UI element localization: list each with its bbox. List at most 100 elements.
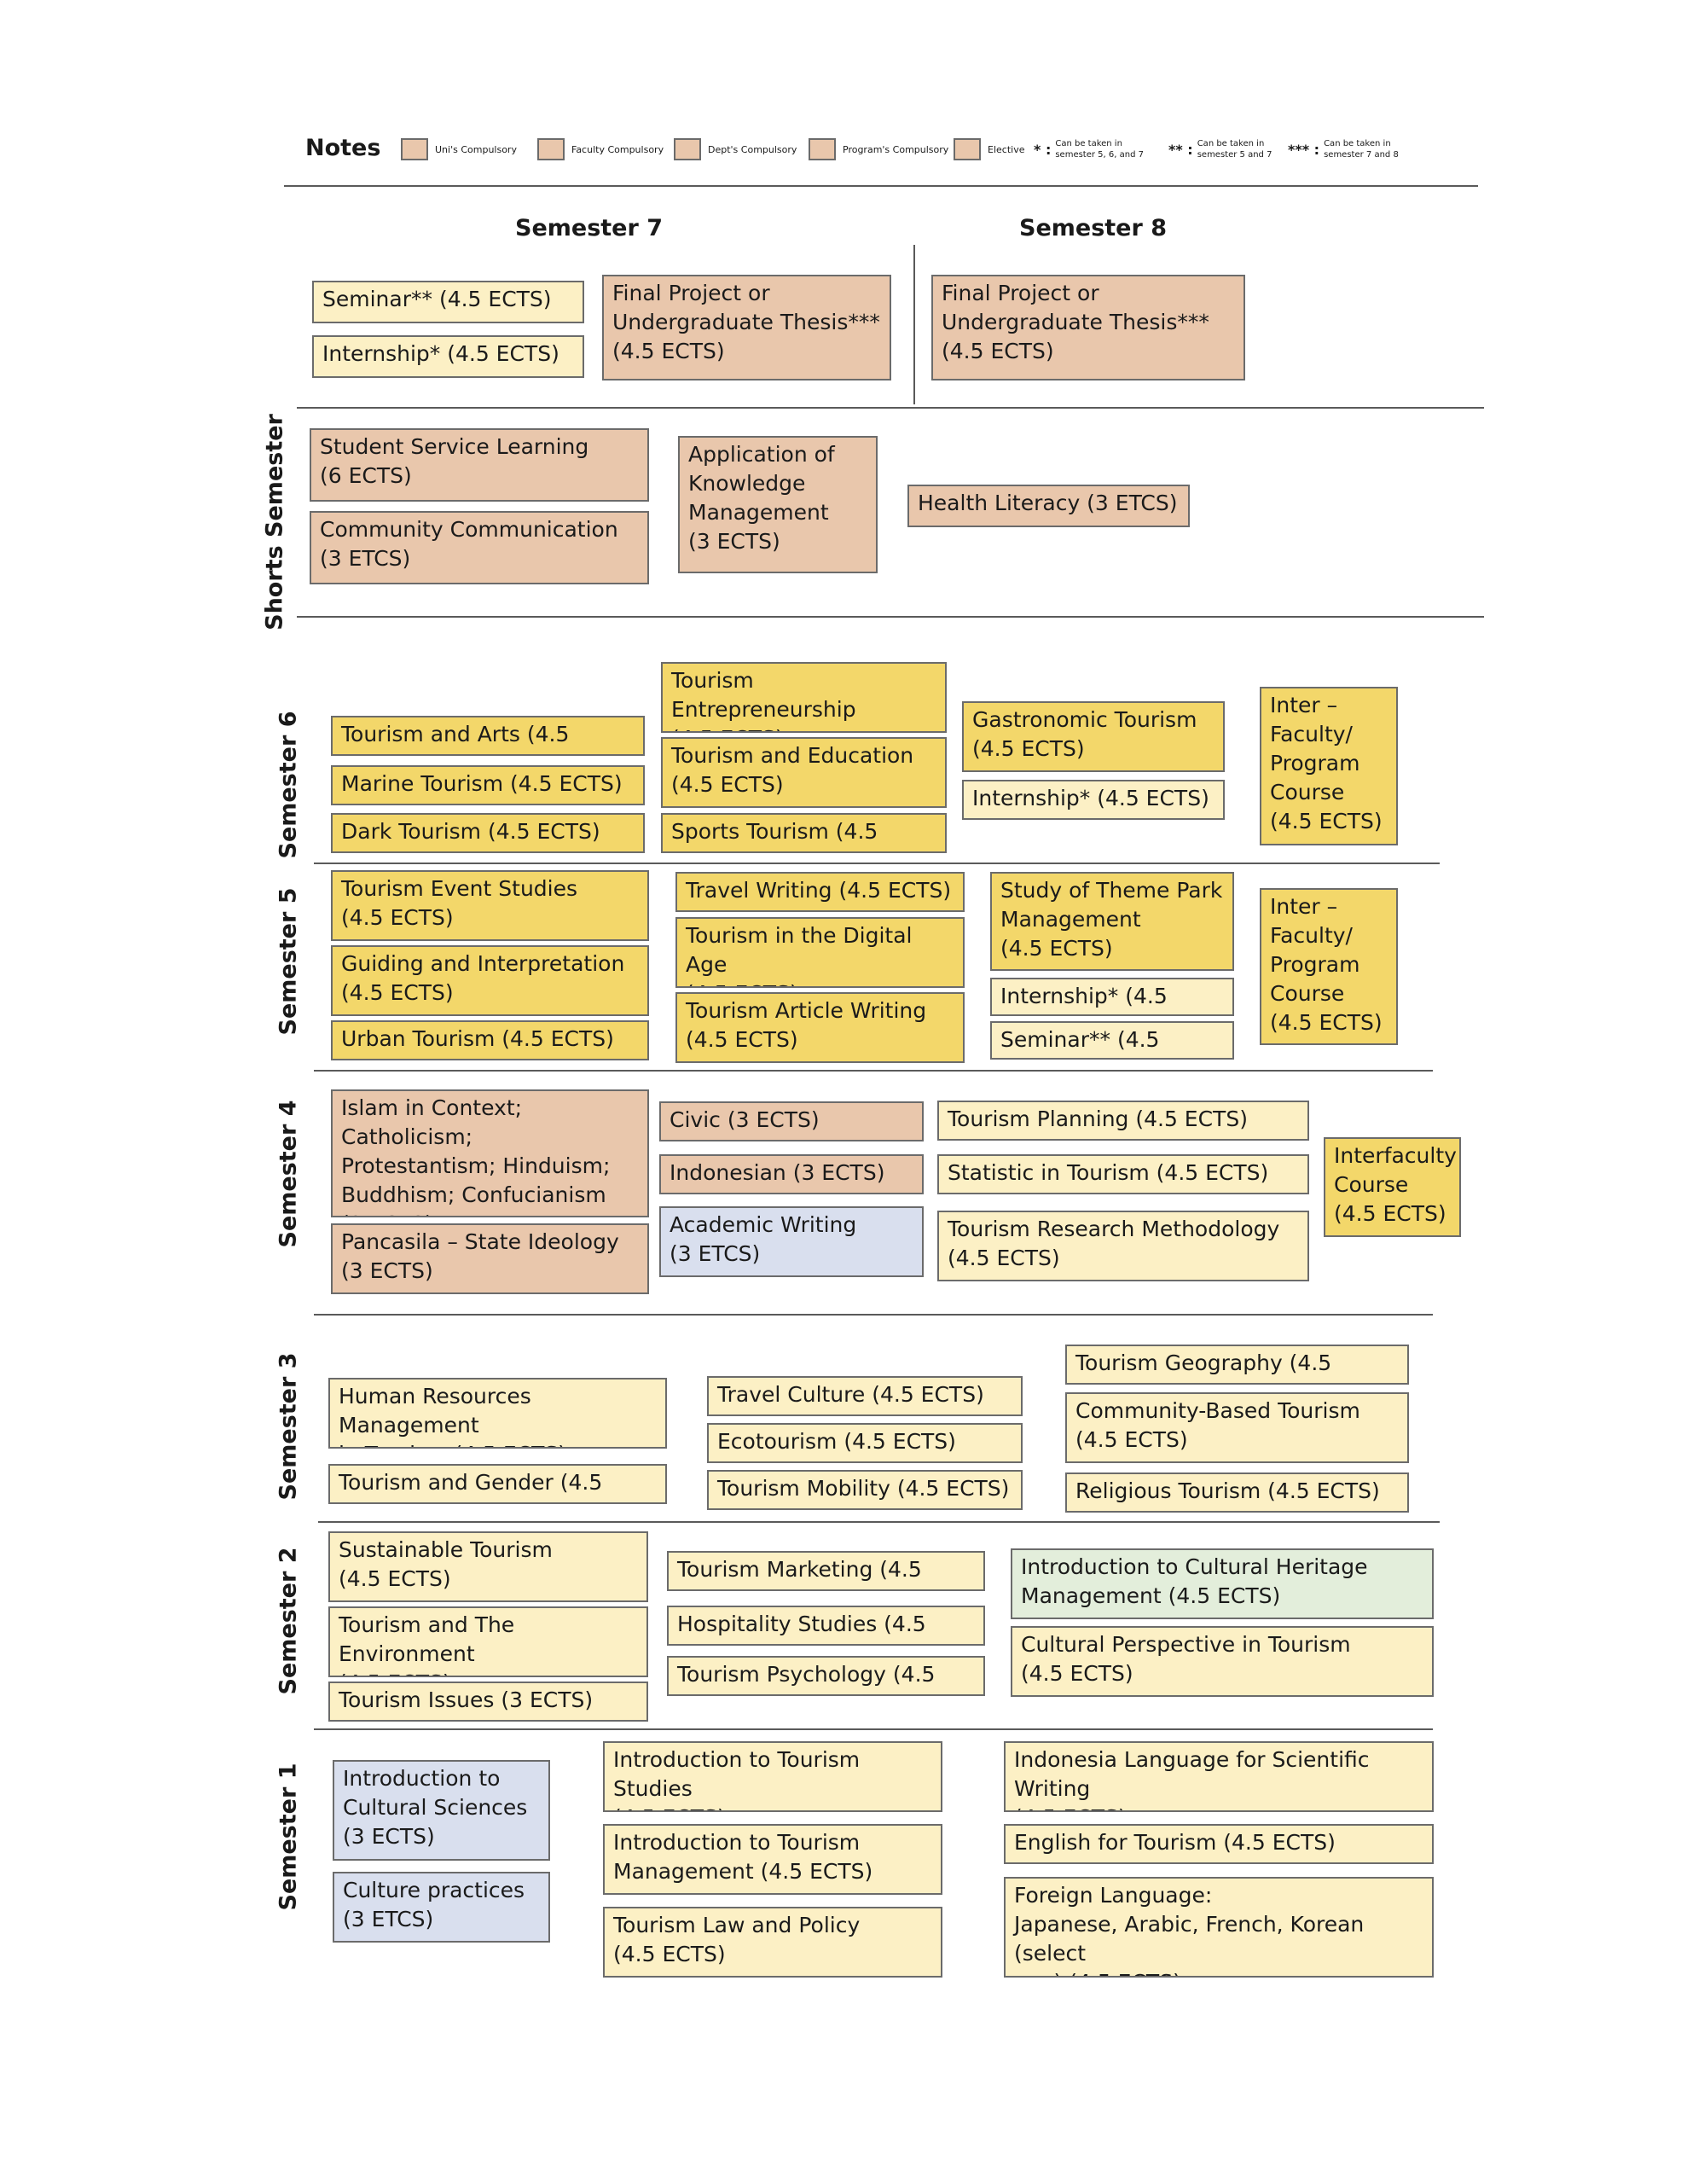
course-sem1-tourism-management: Introduction to Tourism Management (4.5 … (603, 1824, 942, 1895)
course-sem6-gastronomic-tourism: Gastronomic Tourism (4.5 ECTS) (962, 701, 1225, 772)
legend-swatch (674, 138, 701, 160)
course-sem7-internship: Internship* (4.5 ECTS) (312, 335, 584, 378)
divider-sem8-short (297, 407, 1484, 409)
star-text: Can be taken in semester 7 and 8 (1324, 139, 1399, 160)
course-sem5-article-writing: Tourism Article Writing (4.5 ECTS) (675, 992, 965, 1063)
course-sem6-sports-tourism: Sports Tourism (4.5 ECTS) (661, 813, 947, 853)
course-sem3-religious: Religious Tourism (4.5 ECTS) (1065, 1472, 1409, 1513)
legend-label: Uni's Compulsory (435, 143, 517, 155)
divider-sem3-sem2 (318, 1521, 1440, 1523)
notes-title: Notes (305, 135, 381, 161)
label-semester-1: Semester 1 (275, 1763, 302, 1911)
star-text: Can be taken in semester 5 and 7 (1197, 139, 1272, 160)
course-sem6-inter-faculty: Inter – Faculty/ Program Course (4.5 ECT… (1260, 687, 1398, 845)
course-sem4-academic-writing: Academic Writing (3 ETCS) (659, 1206, 924, 1277)
course-sem3-travel-culture: Travel Culture (4.5 ECTS) (707, 1376, 1023, 1416)
legend-star-1: * : Can be taken in semester 5, 6, and 7 (1034, 138, 1144, 160)
course-sem1-english: English for Tourism (4.5 ECTS) (1004, 1824, 1434, 1864)
star-symbol: *** : (1288, 141, 1320, 158)
course-sem3-gender: Tourism and Gender (4.5 ECTS) (328, 1464, 667, 1504)
star-symbol: ** : (1168, 141, 1193, 158)
course-sem4-indonesian: Indonesian (3 ECTS) (659, 1154, 924, 1194)
legend-star-2: ** : Can be taken in semester 5 and 7 (1168, 138, 1272, 160)
course-sem4-pancasila: Pancasila – State Ideology (3 ECTS) (331, 1223, 649, 1294)
label-semester-3: Semester 3 (275, 1352, 302, 1501)
course-sem1-law-policy: Tourism Law and Policy (4.5 ECTS) (603, 1907, 942, 1978)
course-sem2-psychology: Tourism Psychology (4.5 ECTS) (667, 1656, 985, 1696)
star-text: Can be taken in semester 5, 6, and 7 (1055, 139, 1144, 160)
course-sem6-internship: Internship* (4.5 ECTS) (962, 780, 1225, 820)
divider-notes (284, 185, 1478, 187)
course-sem1-tourism-studies: Introduction to Tourism Studies (4.5 ECT… (603, 1741, 942, 1812)
legend-item-dept: Dept's Compulsory (674, 138, 797, 160)
course-sem5-digital-age: Tourism in the Digital Age (4.5 ECTS) (675, 917, 965, 988)
course-sem2-environment: Tourism and The Environment (4.5 ECTS) (328, 1606, 648, 1677)
course-sem4-statistic: Statistic in Tourism (4.5 ECTS) (937, 1154, 1309, 1194)
legend-swatch (401, 138, 428, 160)
legend-label: Program's Compulsory (843, 143, 949, 155)
course-sem1-cultural-sciences: Introduction to Cultural Sciences (3 ECT… (333, 1760, 550, 1861)
course-short-knowledge-management: Application of Knowledge Management (3 E… (678, 436, 878, 573)
course-sem7-final-project: Final Project or Undergraduate Thesis***… (602, 275, 891, 380)
legend-label: Dept's Compulsory (708, 143, 797, 155)
legend-swatch (537, 138, 565, 160)
course-sem4-research-methodology: Tourism Research Methodology (4.5 ECTS) (937, 1211, 1309, 1281)
course-sem4-civic: Civic (3 ECTS) (659, 1101, 924, 1141)
divider-sem6-sem5 (314, 863, 1440, 864)
course-sem5-inter-faculty: Inter – Faculty/ Program Course (4.5 ECT… (1260, 888, 1398, 1045)
star-symbol: * : (1034, 141, 1052, 158)
course-sem2-marketing: Tourism Marketing (4.5 ECTS) (667, 1551, 985, 1591)
legend-swatch (809, 138, 836, 160)
heading-semester-7: Semester 7 (515, 215, 663, 241)
legend-swatch (954, 138, 981, 160)
course-sem6-dark-tourism: Dark Tourism (4.5 ECTS) (331, 813, 645, 853)
label-semester-4: Semester 4 (275, 1100, 302, 1248)
course-sem4-religion: Islam in Context; Catholicism; Protestan… (331, 1089, 649, 1217)
divider-sem5-sem4 (314, 1070, 1433, 1072)
legend-item-faculty: Faculty Compulsory (537, 138, 664, 160)
divider-short-sem6 (297, 616, 1484, 618)
label-shorts-semester: Shorts Semester (261, 414, 288, 630)
course-short-health-literacy: Health Literacy (3 ETCS) (907, 485, 1190, 527)
legend-item-program: Program's Compulsory (809, 138, 948, 160)
legend-label: Elective (988, 143, 1025, 155)
course-sem5-event-studies: Tourism Event Studies (4.5 ECTS) (331, 870, 649, 941)
course-sem1-foreign-language: Foreign Language: Japanese, Arabic, Fren… (1004, 1877, 1434, 1978)
course-sem6-tourism-arts: Tourism and Arts (4.5 ECTS) (331, 716, 645, 756)
course-sem5-guiding: Guiding and Interpretation (4.5 ECTS) (331, 945, 649, 1016)
course-sem1-culture-practices: Culture practices (3 ETCS) (333, 1872, 550, 1943)
label-semester-6: Semester 6 (275, 711, 302, 859)
course-sem6-marine-tourism: Marine Tourism (4.5 ECTS) (331, 765, 645, 805)
course-short-student-service-learning: Student Service Learning (6 ECTS) (310, 428, 649, 502)
course-sem5-urban-tourism: Urban Tourism (4.5 ECTS) (331, 1020, 649, 1060)
course-sem6-entrepreneurship: Tourism Entrepreneurship (4.5 ECTS) (661, 662, 947, 733)
legend-item-elective: Elective (954, 138, 1024, 160)
course-sem2-cultural-perspective: Cultural Perspective in Tourism (4.5 ECT… (1011, 1626, 1434, 1697)
course-sem5-seminar: Seminar** (4.5 ECTS) (990, 1021, 1234, 1060)
course-sem4-tourism-planning: Tourism Planning (4.5 ECTS) (937, 1101, 1309, 1141)
course-sem3-human-resources: Human Resources Management in Tourism (4… (328, 1378, 667, 1449)
course-sem2-issues: Tourism Issues (3 ECTS) (328, 1682, 648, 1722)
course-sem5-internship: Internship* (4.5 ECTS) (990, 978, 1234, 1016)
course-short-community-communication: Community Communication (3 ETCS) (310, 511, 649, 584)
course-sem2-cultural-heritage: Introduction to Cultural Heritage Manage… (1011, 1548, 1434, 1619)
legend-label: Faculty Compulsory (571, 143, 664, 155)
legend-star-3: *** : Can be taken in semester 7 and 8 (1288, 138, 1399, 160)
label-semester-5: Semester 5 (275, 887, 302, 1036)
course-sem4-interfaculty: Interfaculty Course (4.5 ECTS) (1324, 1137, 1461, 1237)
label-semester-2: Semester 2 (275, 1547, 302, 1695)
heading-semester-8: Semester 8 (1019, 215, 1167, 241)
course-sem7-seminar: Seminar** (4.5 ECTS) (312, 281, 584, 323)
course-sem3-mobility: Tourism Mobility (4.5 ECTS) (707, 1470, 1023, 1510)
course-sem5-theme-park: Study of Theme Park Management (4.5 ECTS… (990, 872, 1234, 971)
course-sem8-final-project: Final Project or Undergraduate Thesis***… (931, 275, 1245, 380)
course-sem3-ecotourism: Ecotourism (4.5 ECTS) (707, 1423, 1023, 1463)
legend: Uni's Compulsory Faculty Compulsory Dept… (401, 138, 1458, 172)
divider-sem2-sem1 (314, 1728, 1433, 1730)
course-sem3-geography: Tourism Geography (4.5 ECTS) (1065, 1345, 1409, 1385)
course-sem6-tourism-education: Tourism and Education (4.5 ECTS) (661, 737, 947, 808)
course-sem2-hospitality: Hospitality Studies (4.5 ECTS) (667, 1606, 985, 1646)
legend-item-uni: Uni's Compulsory (401, 138, 517, 160)
course-sem2-sustainable: Sustainable Tourism (4.5 ECTS) (328, 1531, 648, 1602)
course-sem5-travel-writing: Travel Writing (4.5 ECTS) (675, 872, 965, 912)
